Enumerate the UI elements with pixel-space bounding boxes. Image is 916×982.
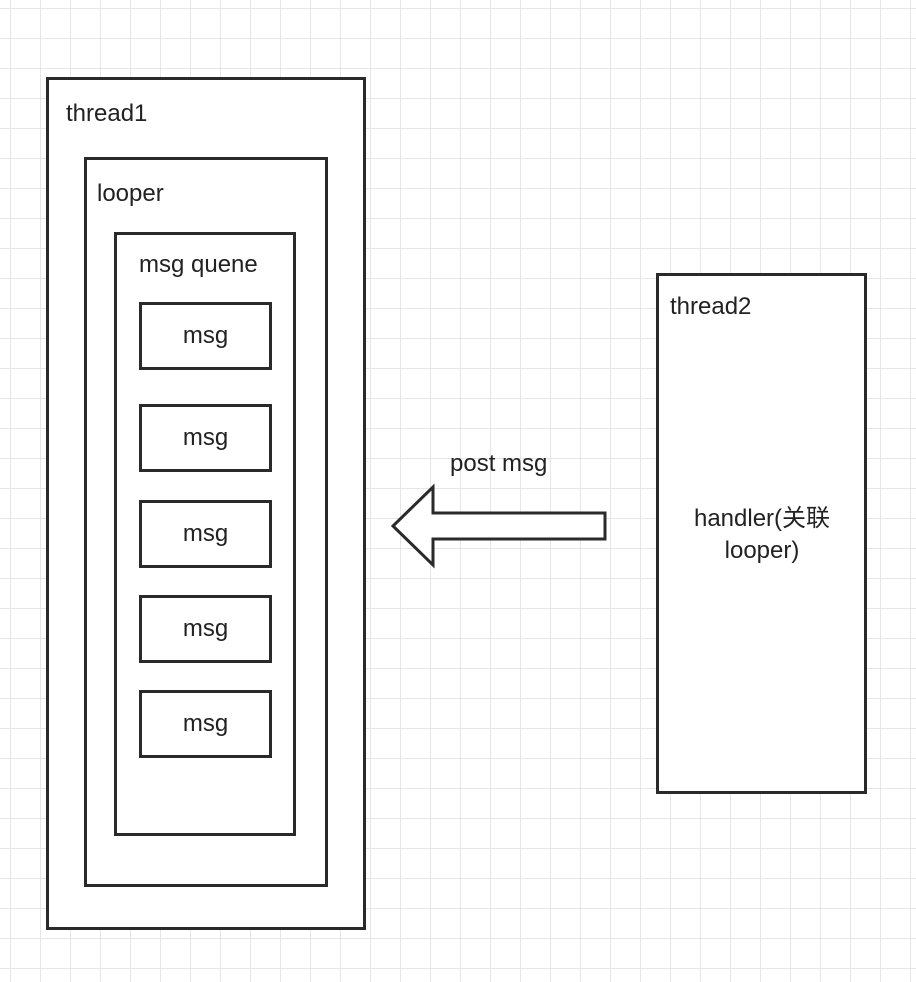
handler-label-line2: looper) [724, 537, 800, 564]
left-arrow-shape [390, 483, 607, 569]
msg-box: msg [139, 595, 272, 663]
thread2-box [656, 273, 867, 794]
thread2-label: thread2 [670, 293, 752, 320]
handler-label-line1: handler(关联 [693, 505, 831, 532]
handler-label: handler(关联 looper) [660, 503, 864, 567]
looper-label: looper [97, 180, 164, 207]
post-msg-label: post msg [450, 450, 548, 477]
msg-box: msg [139, 500, 272, 568]
thread1-label: thread1 [66, 100, 148, 127]
msg-box: msg [139, 690, 272, 758]
msg-box: msg [139, 302, 272, 370]
msg-queue-label: msg quene [139, 251, 258, 278]
msg-box: msg [139, 404, 272, 472]
